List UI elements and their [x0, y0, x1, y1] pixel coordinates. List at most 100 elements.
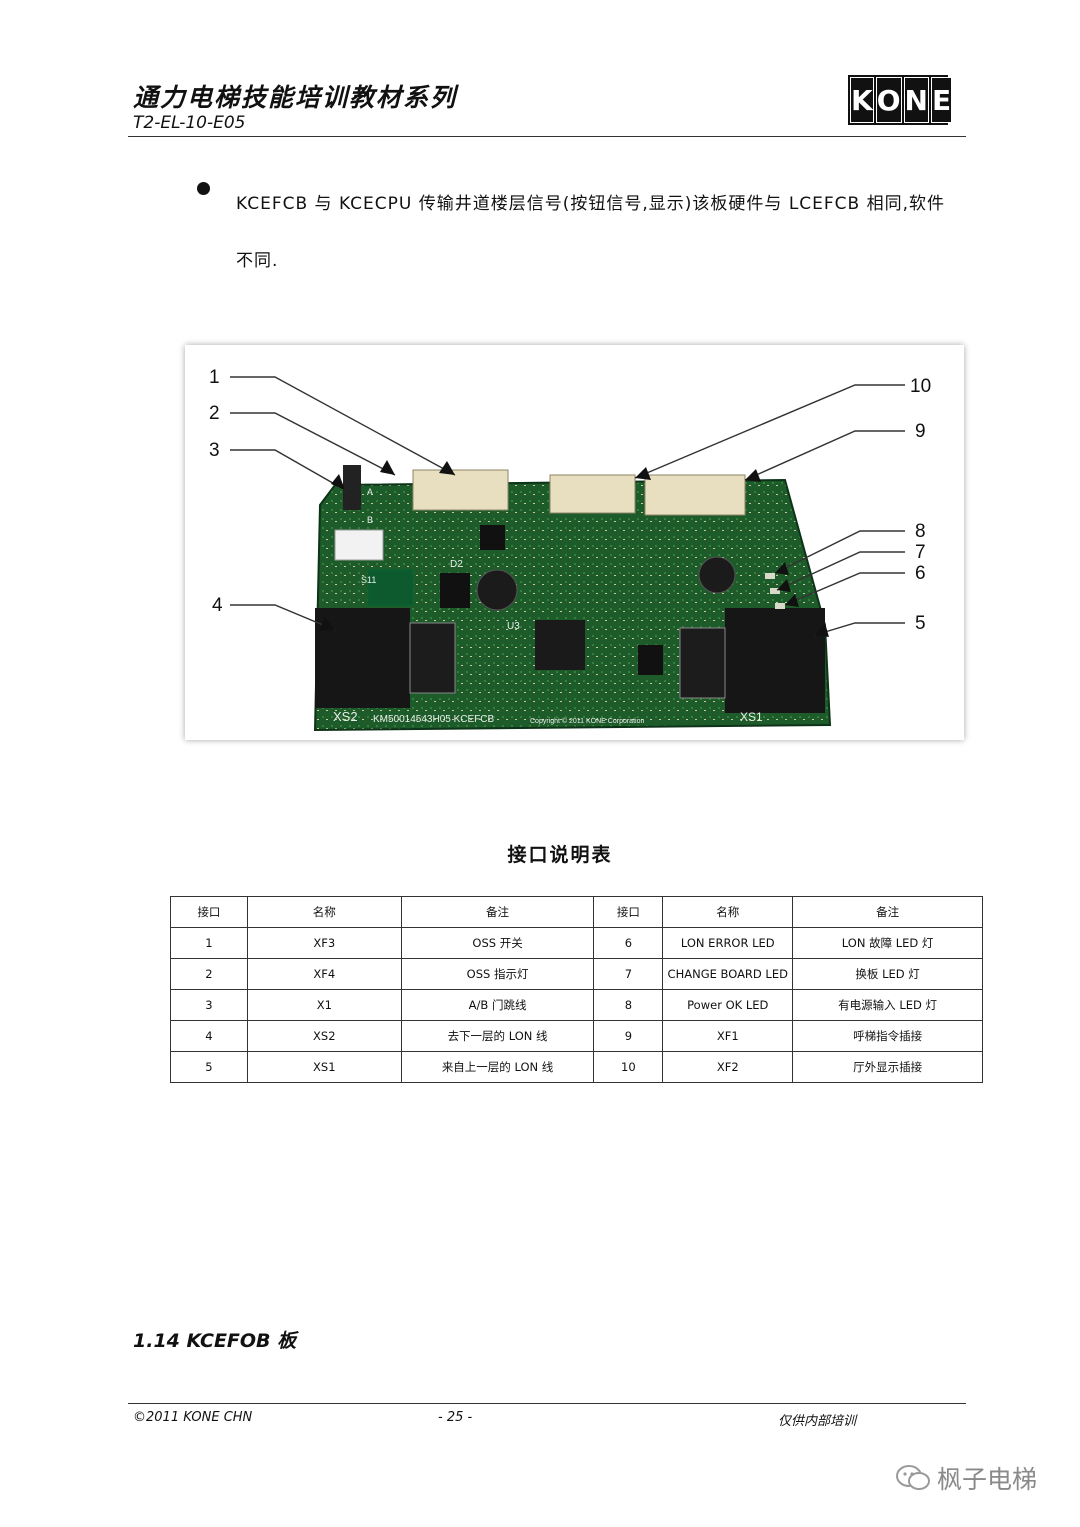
table-cell: 去下一层的 LON 线	[400, 1020, 595, 1052]
table-row: 1 XF3 OSS 开关 6 LON ERROR LED LON 故障 LED …	[170, 927, 983, 959]
footer-divider	[128, 1403, 966, 1404]
table-cell: 6	[593, 927, 664, 959]
silk-xs2: XS2	[333, 709, 358, 724]
table-cell: X1	[246, 989, 402, 1021]
callout-number-2: 2	[209, 403, 220, 424]
callout-number-5: 5	[915, 613, 926, 634]
table-row: 2 XF4 OSS 指示灯 7 CHANGE BOARD LED 换板 LED …	[170, 958, 983, 990]
callout-line-7	[776, 551, 905, 591]
callout-number-3: 3	[209, 440, 220, 461]
table-row: 5 XS1 来自上一层的 LON 线 10 XF2 厅外显示插接	[170, 1051, 983, 1083]
document-series-title: 通力电梯技能培训教材系列	[133, 83, 458, 112]
table-cell: 7	[593, 958, 664, 990]
table-cell: 10	[593, 1051, 664, 1083]
callout-line-5	[814, 622, 905, 636]
footer-copyright: ©2011 KONE CHN	[133, 1410, 253, 1425]
table-cell: 4	[170, 1020, 248, 1052]
logo-letter-o: O	[875, 77, 902, 123]
callout-number-1: 1	[209, 367, 220, 388]
header-remark-2: 备注	[792, 896, 983, 928]
led-lon-error	[775, 603, 785, 609]
callout-number-10: 10	[910, 376, 931, 397]
table-cell: 换板 LED 灯	[792, 958, 983, 990]
table-cell: LON 故障 LED 灯	[792, 927, 983, 959]
callout-line-9	[744, 430, 905, 481]
callout-number-7: 7	[915, 542, 926, 563]
ab-jumper	[343, 465, 361, 510]
xs1-pins	[679, 627, 726, 699]
table-cell: 厅外显示插接	[792, 1051, 983, 1083]
table-cell: 1	[170, 927, 248, 959]
led-power-ok	[765, 573, 775, 579]
footer-internal-use: 仅供内部培训	[778, 1414, 857, 1429]
header-divider	[128, 136, 966, 137]
watermark: 枫子电梯	[895, 1460, 1037, 1496]
table-cell: 有电源输入 LED 灯	[792, 989, 983, 1021]
led-change-board	[770, 588, 780, 594]
table-cell: 5	[170, 1051, 248, 1083]
callout-line-8	[774, 530, 905, 574]
connector-xs1	[725, 608, 825, 713]
table-caption: 接口说明表	[507, 844, 613, 866]
wechat-icon	[896, 1465, 930, 1490]
arrow-head-7	[777, 579, 791, 592]
table-row: 3 X1 A/B 门跳线 8 Power OK LED 有电源输入 LED 灯	[170, 989, 983, 1021]
capacitor-c2	[476, 569, 518, 611]
table-cell: XF2	[662, 1051, 794, 1083]
watermark-text: 枫子电梯	[937, 1465, 1038, 1494]
table-cell: OSS 指示灯	[400, 958, 595, 990]
mcu-u3	[535, 620, 585, 670]
silk-copyright: Copyright © 2011 KONE Corporation	[530, 717, 644, 725]
board-illustration: XS2 KM50014543H05 KCEFCB Copyright © 201…	[209, 367, 931, 732]
table-cell: LON ERROR LED	[662, 927, 794, 959]
arrow-head-6	[785, 594, 799, 607]
arrow-head-10	[635, 467, 651, 480]
table-header-row: 接口 名称 备注 接口 名称 备注	[170, 896, 983, 928]
header-interface: 接口	[170, 896, 248, 928]
table-cell: 来自上一层的 LON 线	[400, 1051, 595, 1083]
callout-number-8: 8	[915, 521, 926, 542]
logo-letter-n: N	[903, 77, 929, 123]
header-remark: 备注	[400, 896, 595, 928]
footer-page-number: - 25 -	[438, 1410, 473, 1425]
callout-line-4	[230, 604, 336, 631]
arrow-head-3	[331, 474, 345, 490]
interface-table: 接口 名称 备注 接口 名称 备注 1 XF3 OSS 开关 6 LON ERR…	[170, 896, 983, 1083]
connector-xf1	[644, 474, 746, 516]
table-cell: 3	[170, 989, 248, 1021]
arrow-head-9	[745, 469, 761, 482]
document-code: T2-EL-10-E05	[133, 113, 246, 133]
silk-d2: D2	[450, 559, 463, 570]
callout-line-1	[230, 376, 456, 476]
bullet-paragraph: KCEFCB 与 KCECPU 传输井道楼层信号(按钮信号,显示)该板硬件与 L…	[236, 194, 946, 271]
logo-letter-e: E	[930, 77, 953, 123]
table-cell: XF1	[662, 1020, 794, 1052]
capacitor-right	[698, 556, 736, 594]
callout-number-9: 9	[915, 421, 926, 442]
table-cell: XS1	[246, 1051, 402, 1083]
table-cell: CHANGE BOARD LED	[662, 958, 794, 990]
callout-number-6: 6	[915, 563, 926, 584]
table-cell: OSS 开关	[400, 927, 595, 959]
silk-xs1: XS1	[740, 710, 763, 724]
table-cell: XS2	[246, 1020, 402, 1052]
s11-component	[367, 569, 414, 606]
silk-part-no: KM50014543H05 KCEFCB	[373, 714, 495, 725]
regulator-chip	[480, 525, 505, 550]
connector-xf2	[549, 474, 636, 514]
section-heading: 1.14 KCEFOB 板	[133, 1330, 297, 1352]
arrow-head-5	[815, 623, 829, 637]
header-name: 名称	[246, 896, 402, 928]
callout-line-10	[634, 384, 905, 479]
table-cell: 9	[593, 1020, 664, 1052]
xs2-pins	[409, 622, 456, 694]
bullet-icon	[197, 182, 210, 195]
table-cell: XF4	[246, 958, 402, 990]
silk-s11: S11	[361, 575, 376, 585]
silk-b: B	[367, 515, 373, 525]
table-cell: A/B 门跳线	[400, 989, 595, 1021]
silk-u3: U3	[507, 621, 520, 632]
arrow-head-2	[380, 460, 395, 475]
callout-line-2	[230, 412, 396, 476]
table-cell: XF3	[246, 927, 402, 959]
